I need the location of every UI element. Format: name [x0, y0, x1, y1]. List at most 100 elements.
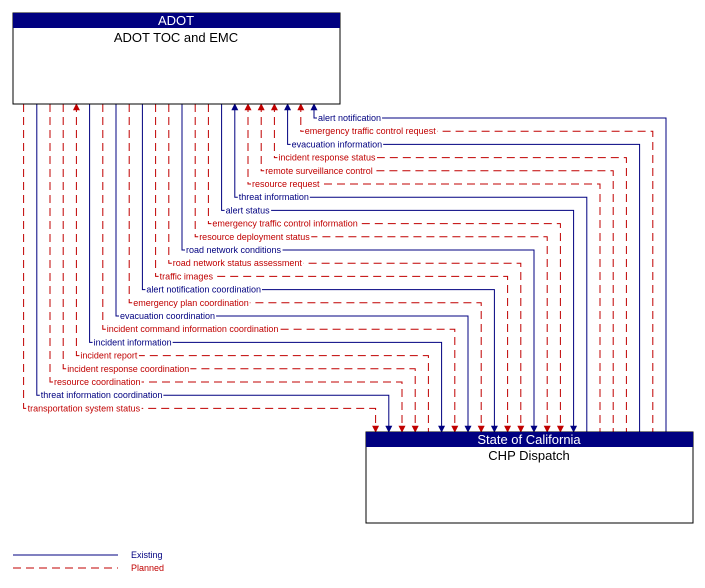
- flow-alert-notification[interactable]: alert notification: [310, 103, 667, 432]
- flow-incident-report[interactable]: incident report: [72, 103, 429, 432]
- information-flows: alert notification emergency traffic cont…: [23, 103, 667, 433]
- flow-label: remote surveillance control: [265, 166, 373, 176]
- flow-line: [141, 104, 498, 433]
- flow-label: road network conditions: [186, 245, 282, 255]
- flow-label-background: [198, 231, 312, 242]
- entity-box-chp-dispatch[interactable]: State of California CHP Dispatch: [365, 431, 694, 524]
- legend-existing-label: Existing: [131, 550, 163, 560]
- flow-label-background: [53, 377, 142, 387]
- flow-transportation-system-status[interactable]: transportation system status: [23, 104, 380, 433]
- flow-label: incident information: [94, 337, 172, 347]
- flow-line: [115, 104, 472, 433]
- flow-traffic-images[interactable]: traffic images: [155, 104, 512, 433]
- flow-label: threat information coordination: [41, 390, 163, 400]
- flow-label-background: [26, 403, 142, 414]
- flow-line: [310, 103, 667, 432]
- legend-planned-label: Planned: [131, 563, 164, 573]
- flow-line: [23, 104, 380, 433]
- flow-label-background: [145, 284, 262, 295]
- flow-label-background: [277, 152, 377, 163]
- flow-label-background: [119, 311, 217, 321]
- flow-label-background: [66, 363, 191, 374]
- flow-alert-notification-coordination[interactable]: alert notification coordination: [141, 104, 498, 433]
- flow-line: [49, 104, 406, 433]
- entity-owner-label: State of California: [477, 432, 581, 447]
- flow-label-background: [105, 324, 280, 335]
- flow-label: evacuation information: [292, 139, 383, 149]
- flow-emergency-traffic-control-request[interactable]: emergency traffic control request: [297, 103, 654, 432]
- flow-road-network-status-assessment[interactable]: road network status assessment: [168, 104, 525, 433]
- flow-resource-coordination[interactable]: resource coordination: [49, 104, 406, 433]
- flow-label-background: [237, 192, 310, 203]
- flow-line: [284, 103, 641, 432]
- flow-label: incident response status: [278, 153, 376, 163]
- flow-label-background: [39, 390, 164, 401]
- flow-label-background: [92, 337, 173, 348]
- flow-threat-information[interactable]: threat information: [231, 103, 588, 432]
- flow-label: alert notification: [318, 113, 381, 123]
- flow-label: transportation system status: [28, 403, 141, 413]
- flow-label: incident command information coordinatio…: [107, 324, 279, 334]
- flow-label-background: [290, 139, 384, 150]
- flow-line: [257, 103, 614, 432]
- flow-line: [221, 104, 578, 433]
- entity-header-bar: [13, 13, 340, 28]
- flow-line: [168, 104, 525, 433]
- flow-alert-status[interactable]: alert status: [221, 104, 578, 433]
- flow-line: [155, 104, 512, 433]
- flow-label-background: [264, 165, 374, 176]
- flow-incident-response-status[interactable]: incident response status: [270, 103, 627, 432]
- flow-evacuation-information[interactable]: evacuation information: [284, 103, 641, 432]
- flow-resource-request[interactable]: resource request: [244, 103, 601, 432]
- flow-remote-surveillance-control[interactable]: remote surveillance control: [257, 103, 614, 432]
- flow-line: [244, 103, 601, 432]
- flow-line: [181, 104, 538, 433]
- flow-label-background: [303, 126, 438, 137]
- flow-label: traffic images: [160, 271, 214, 281]
- flow-line: [72, 103, 429, 432]
- entity-box-adot-toc[interactable]: ADOT ADOT TOC and EMC: [12, 12, 341, 105]
- flow-line: [231, 103, 588, 432]
- flow-line: [89, 104, 446, 433]
- flow-line: [207, 104, 564, 433]
- flow-label-background: [132, 297, 250, 308]
- flow-emergency-traffic-control-information[interactable]: emergency traffic control information: [207, 104, 564, 433]
- flow-road-network-conditions[interactable]: road network conditions: [181, 104, 538, 433]
- flow-label-background: [224, 205, 272, 216]
- flow-incident-response-coordination[interactable]: incident response coordination: [62, 104, 419, 433]
- flow-incident-command-information-coordination[interactable]: incident command information coordinatio…: [102, 104, 459, 433]
- flow-line: [128, 104, 485, 433]
- flow-label-background: [79, 350, 139, 361]
- flow-evacuation-coordination[interactable]: evacuation coordination: [115, 104, 472, 433]
- flow-label: alert notification coordination: [146, 285, 261, 295]
- entity-header-bar: [366, 432, 693, 447]
- flow-resource-deployment-status[interactable]: resource deployment status: [194, 104, 551, 433]
- flow-label: evacuation coordination: [120, 311, 215, 321]
- legend: Existing Planned: [13, 550, 164, 573]
- flow-label: incident report: [80, 351, 138, 361]
- entity-name-label: ADOT TOC and EMC: [114, 30, 238, 45]
- flow-label: emergency traffic control information: [212, 219, 357, 229]
- entity-owner-label: ADOT: [158, 13, 194, 28]
- flow-label-background: [251, 179, 322, 189]
- flow-label: threat information: [239, 192, 309, 202]
- flow-line: [62, 104, 419, 433]
- flow-label: resource deployment status: [199, 232, 310, 242]
- flow-label-background: [211, 218, 359, 229]
- flow-threat-information-coordination[interactable]: threat information coordination: [36, 104, 393, 433]
- flow-label: emergency traffic control request: [305, 126, 436, 136]
- flow-label-background: [185, 245, 283, 255]
- flow-line: [102, 104, 459, 433]
- flow-incident-information[interactable]: incident information: [89, 104, 446, 433]
- flow-line: [270, 103, 627, 432]
- flow-label: resource coordination: [54, 377, 141, 387]
- entity-name-label: CHP Dispatch: [488, 448, 569, 463]
- flow-label-background: [317, 113, 383, 123]
- flow-label-background: [171, 258, 304, 269]
- flow-label: road network status assessment: [173, 258, 303, 268]
- flow-label: alert status: [226, 205, 271, 215]
- flow-label-background: [158, 271, 215, 282]
- flow-emergency-plan-coordination[interactable]: emergency plan coordination: [128, 104, 485, 433]
- flow-line: [36, 104, 393, 433]
